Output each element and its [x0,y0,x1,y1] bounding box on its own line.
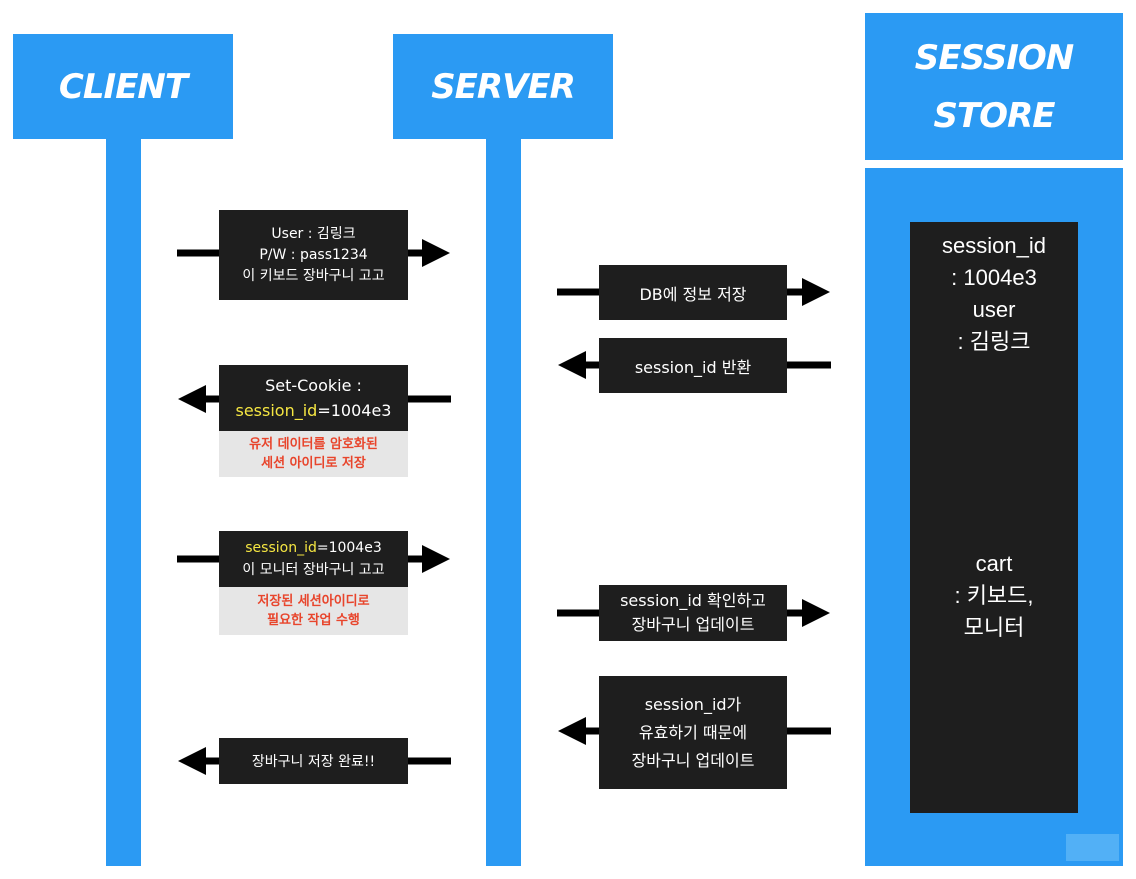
login-message-box: User : 김링크 P/W : pass1234 이 키보드 장바구니 고고 [219,210,408,300]
session-store-title-line1: SESSION [914,37,1074,78]
server-header: SERVER [393,34,613,139]
client-header: CLIENT [13,34,233,139]
send-cookie-message-box: session_id=1004e3 이 모니터 장바구니 고고 [219,531,408,587]
session-store-title-line2: STORE [933,95,1056,136]
watermark-block [1066,834,1119,861]
set-cookie-header-text: Set-Cookie : [265,376,362,395]
store-user-label: user [972,297,1016,322]
set-cookie-key: session_id [235,401,318,420]
set-cookie-message-box: Set-Cookie : session_id=1004e3 [219,365,408,431]
login-cart-text: 이 키보드 장바구니 고고 [242,267,385,284]
server-title: SERVER [431,66,576,107]
store-cart-value-2: 모니터 [963,615,1025,640]
return-id-text: session_id 반환 [634,357,752,377]
store-cart-label: cart [975,551,1013,576]
login-user-text: User : 김링크 [271,225,356,242]
store-cart-value: : 키보드, [954,583,1034,608]
send-cookie-note-line1: 저장된 세션아이디로 [257,594,370,609]
store-session-id-value: : 1004e3 [951,265,1037,290]
valid-update-line2: 유효하기 때문에 [638,722,748,742]
done-message-box: 장바구니 저장 완료!! [219,738,408,784]
send-cookie-cart-text: 이 모니터 장바구니 고고 [242,562,385,578]
db-save-text: DB에 정보 저장 [639,284,747,304]
client-title: CLIENT [58,66,188,107]
send-cookie-note: 저장된 세션아이디로 필요한 작업 수행 [219,587,408,635]
session-store-data-panel: session_id : 1004e3 user : 김링크 cart : 키보… [910,222,1078,813]
send-cookie-key: session_id [245,540,317,556]
send-cookie-note-line2: 필요한 작업 수행 [267,613,360,628]
set-cookie-value: =1004e3 [317,401,392,420]
return-id-message-box: session_id 반환 [599,338,787,393]
send-cookie-value-line: session_id=1004e3 [245,537,382,559]
valid-update-message-box: session_id가 유효하기 때문에 장바구니 업데이트 [599,676,787,789]
db-save-message-box: DB에 정보 저장 [599,265,787,320]
session-store-header: SESSION STORE [865,13,1123,160]
set-cookie-note: 유저 데이터를 암호화된 세션 아이디로 저장 [219,431,408,477]
valid-update-line3: 장바구니 업데이트 [631,750,755,770]
client-lifeline [106,139,141,866]
server-lifeline [486,139,521,866]
store-session-id-label: session_id [942,233,1046,258]
check-update-line1: session_id 확인하고 [620,591,766,610]
valid-update-line1: session_id가 [644,694,742,714]
store-user-value: : 김링크 [957,329,1031,354]
check-update-line2: 장바구니 업데이트 [631,615,755,634]
set-cookie-note-line1: 유저 데이터를 암호화된 [249,437,378,452]
set-cookie-value-line: session_id=1004e3 [236,398,392,423]
done-text: 장바구니 저장 완료!! [251,754,376,770]
check-update-message-box: session_id 확인하고 장바구니 업데이트 [599,585,787,641]
login-password-text: P/W : pass1234 [259,246,368,263]
set-cookie-note-line2: 세션 아이디로 저장 [261,456,366,471]
send-cookie-value: =1004e3 [316,540,382,556]
